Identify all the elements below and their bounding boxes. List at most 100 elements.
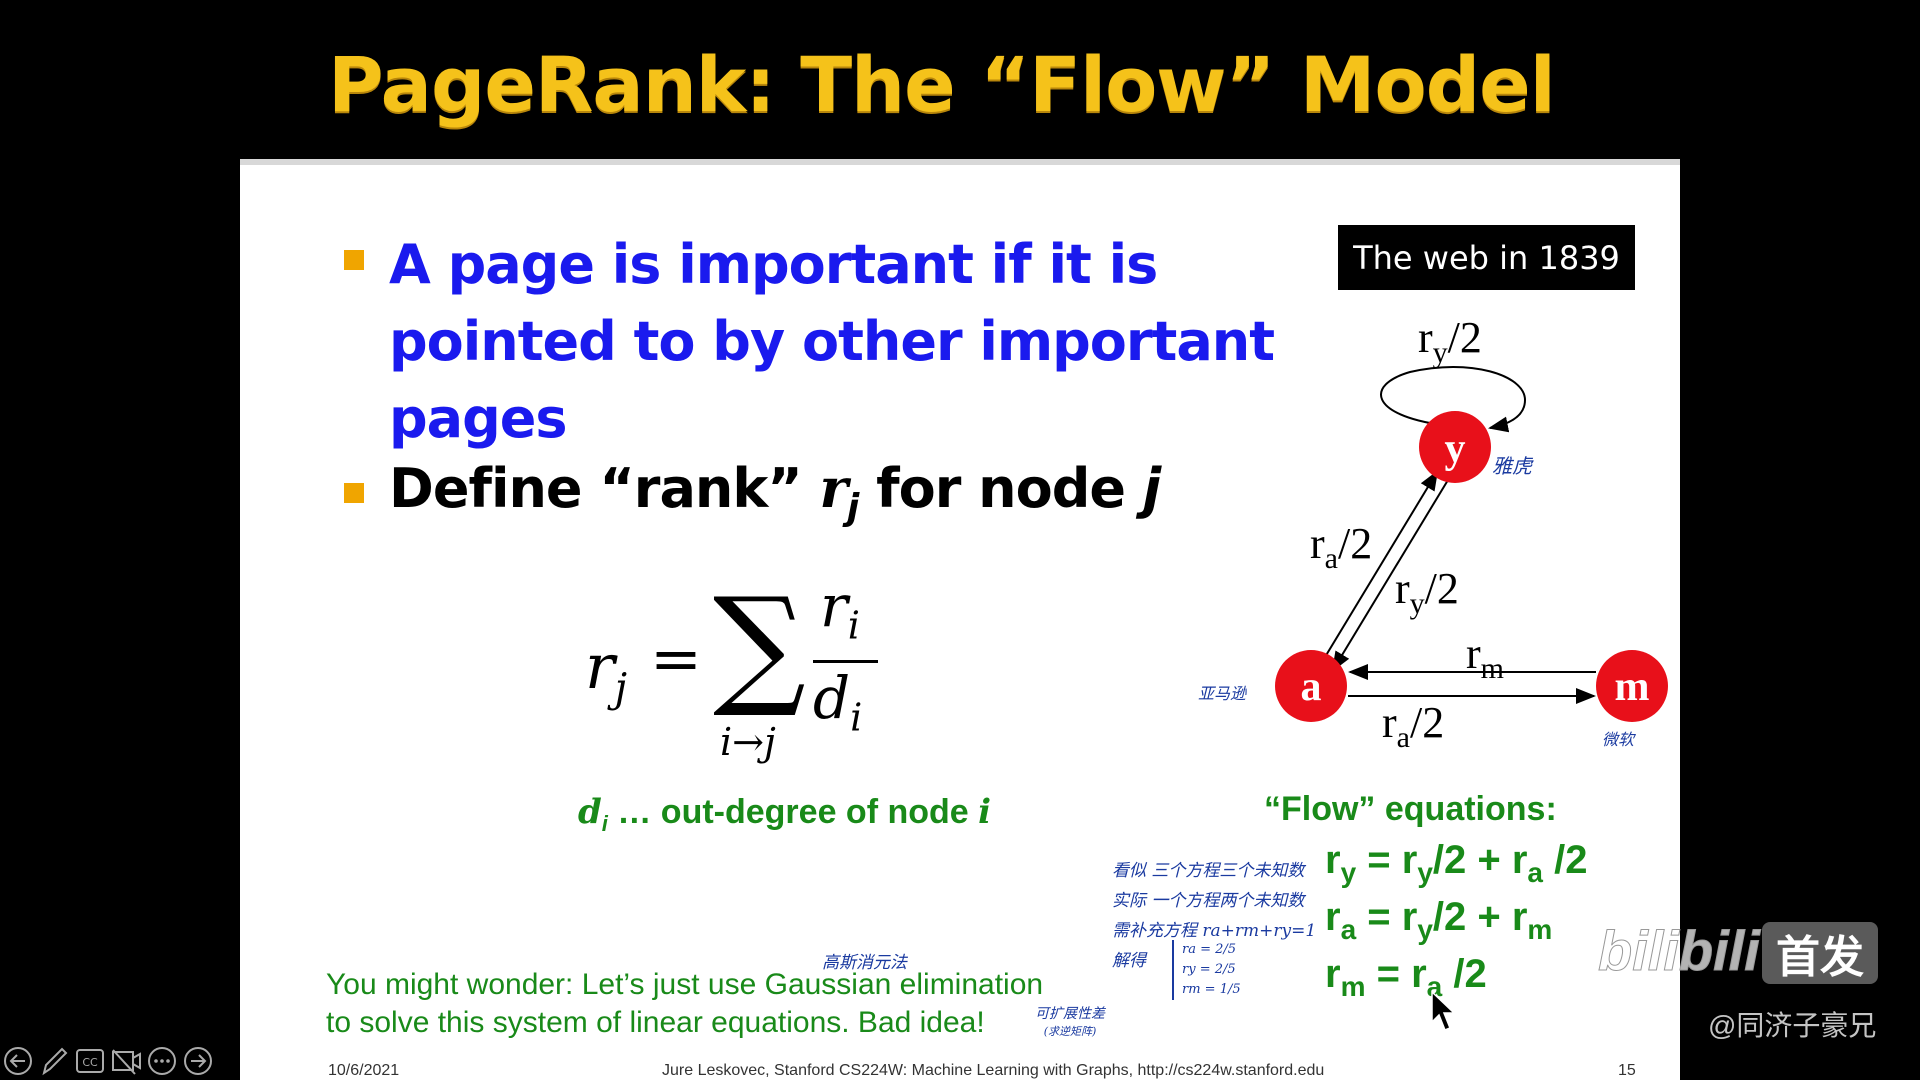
sub: a xyxy=(1527,857,1543,888)
sub: y xyxy=(1432,335,1448,369)
equation-rm: rm = ra /2 xyxy=(1325,952,1487,1002)
bullet-1: A page is important if it is pointed to … xyxy=(389,226,1275,457)
node-m-label: m xyxy=(1615,664,1650,710)
label-a-to-m: ra/2 xyxy=(1382,697,1444,755)
r: r xyxy=(1395,564,1410,613)
sub: y xyxy=(1417,914,1433,945)
edge-a-to-y xyxy=(1321,470,1439,663)
note-line: 解得 xyxy=(1112,951,1146,971)
note-line: 看似 三个方程三个未知数 xyxy=(1112,861,1305,881)
note-yahoo: 雅虎 xyxy=(1492,454,1532,478)
bullet-marker xyxy=(344,483,364,503)
next-icon[interactable] xyxy=(182,1045,214,1077)
label-self-y: ry/2 xyxy=(1418,312,1482,370)
var: i xyxy=(978,792,992,832)
lhs: r xyxy=(585,630,615,703)
label-a-to-y: ra/2 xyxy=(1310,518,1372,576)
captions-icon[interactable]: CC xyxy=(74,1045,106,1077)
note-line: 可扩展性差 xyxy=(1035,1006,1105,1022)
edge-y-self xyxy=(1380,365,1527,433)
note-microsoft: 微软 xyxy=(1602,730,1635,749)
slide-canvas xyxy=(240,159,1680,1080)
bullet-1-line: pointed to by other important xyxy=(389,310,1275,373)
text: for node xyxy=(858,457,1143,520)
frac: /2 xyxy=(1337,519,1373,568)
sum-symbol: ∑ xyxy=(713,569,806,721)
solution-line: rm = 1/5 xyxy=(1182,982,1241,997)
text: … out-degree of node xyxy=(607,793,979,831)
remark-line: to solve this system of linear equations… xyxy=(326,1006,985,1039)
uploader-watermark: @同济子豪兄 xyxy=(1708,1010,1877,1041)
bilibili-logo: bilibili xyxy=(1598,919,1761,983)
var: r xyxy=(819,456,848,520)
r: r xyxy=(1466,629,1481,678)
mouse-cursor-icon xyxy=(1431,990,1456,1031)
footer-credit: Jure Leskovec, Stanford CS224W: Machine … xyxy=(662,1062,1325,1079)
numerator: r xyxy=(820,572,848,640)
previous-icon[interactable] xyxy=(2,1045,34,1077)
term: /2 + xyxy=(1432,838,1512,882)
term: /2 xyxy=(1442,952,1487,996)
sub: a xyxy=(1340,914,1357,945)
footer-page-number: 15 xyxy=(1618,1062,1636,1079)
scalability-note: 可扩展性差 (求逆矩阵) xyxy=(1035,1006,1105,1040)
note-amazon: 亚马逊 xyxy=(1198,684,1247,703)
footer-date: 10/6/2021 xyxy=(328,1062,400,1079)
frac: /2 xyxy=(1447,313,1482,362)
more-icon[interactable] xyxy=(146,1045,178,1077)
sub: m xyxy=(1340,971,1366,1002)
first-release-badge: 首发 xyxy=(1762,922,1878,984)
var: j xyxy=(1142,457,1161,520)
gauss-note: 高斯消元法 xyxy=(822,953,907,973)
denominator-sub: i xyxy=(850,695,863,740)
term: /2 xyxy=(1543,838,1588,882)
sub: m xyxy=(1527,914,1553,945)
equation-ra: ra = ry/2 + rm xyxy=(1325,895,1553,945)
sub: a xyxy=(1426,971,1443,1002)
solution-line: ra = 2/5 xyxy=(1182,942,1237,957)
var-sub: i xyxy=(601,810,608,836)
solution-notes: ra = 2/5 ry = 2/5 rm = 1/5 xyxy=(1172,940,1241,1000)
r: r xyxy=(1310,519,1325,568)
node-a-label: a xyxy=(1301,664,1322,710)
note-line: 需补充方程 ra+rm+ry=1 xyxy=(1112,921,1317,941)
sum-subscript: i→j xyxy=(720,720,776,764)
node-m xyxy=(1596,650,1668,722)
bullet-marker xyxy=(344,250,364,270)
sub: a xyxy=(1396,720,1410,754)
node-y-label: y xyxy=(1445,426,1466,472)
text: Define “rank” xyxy=(389,457,820,520)
equals-sign: = xyxy=(650,622,702,695)
note-line: 实际 一个方程两个未知数 xyxy=(1112,891,1305,911)
bullet-1-line: pages xyxy=(389,387,568,450)
numerator-sub: i xyxy=(847,603,860,648)
frac: /2 xyxy=(1424,564,1459,613)
flow-equations: ry = ry/2 + ra /2 ra = ry/2 + rm rm = ra… xyxy=(1325,838,1587,1003)
var-sub: j xyxy=(846,486,859,528)
var: d xyxy=(578,792,602,832)
r: r xyxy=(1382,698,1397,747)
frac: /2 xyxy=(1409,698,1445,747)
label-m-to-a: rm xyxy=(1466,628,1504,686)
handwritten-notes: 看似 三个方程三个未知数 实际 一个方程两个未知数 需补充方程 ra+rm+ry… xyxy=(1112,856,1316,976)
web-1839-label: The web in 1839 xyxy=(1338,225,1635,290)
remark-line: You might wonder: Let’s just use Gaussia… xyxy=(326,968,1044,1001)
solution-line: ry = 2/5 xyxy=(1182,962,1236,977)
gaussian-remark: You might wonder: Let’s just use Gaussia… xyxy=(326,966,1043,1042)
sub: y xyxy=(1340,857,1357,888)
r: r xyxy=(1418,313,1433,362)
term: /2 + xyxy=(1432,895,1512,939)
sub: y xyxy=(1409,586,1425,620)
sub: a xyxy=(1324,541,1338,575)
fraction-bar xyxy=(813,660,878,663)
bullet-2: Define “rank” rj for node j xyxy=(389,456,1161,528)
bullet-1-line: A page is important if it is xyxy=(389,233,1158,296)
node-y xyxy=(1419,411,1491,483)
web-graph: y a m xyxy=(1275,365,1668,722)
lhs-sub: j xyxy=(614,665,628,712)
slide-title: PageRank: The “Flow” Model xyxy=(328,40,1556,129)
node-a xyxy=(1275,650,1347,722)
label-y-to-a: ry/2 xyxy=(1395,563,1459,621)
pen-icon[interactable] xyxy=(38,1045,70,1077)
camera-off-icon[interactable] xyxy=(110,1045,142,1077)
